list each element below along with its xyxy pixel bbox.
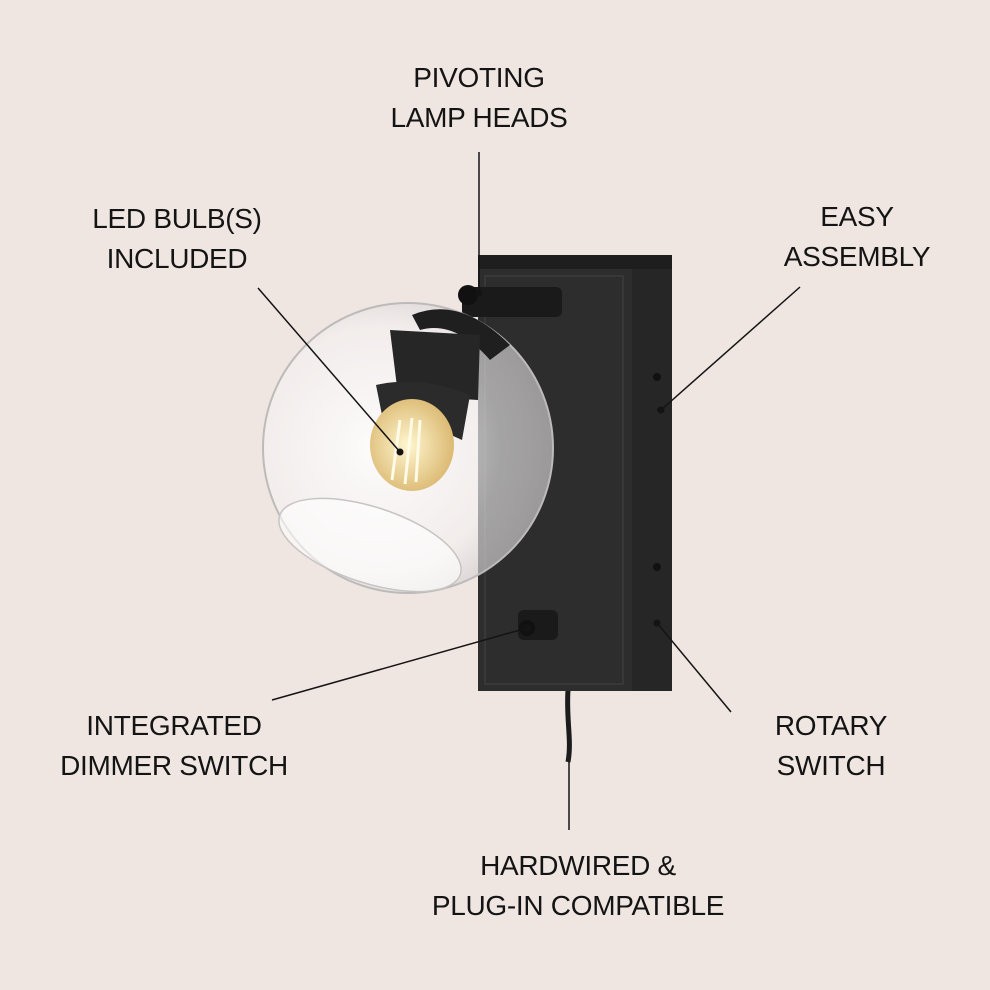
callout-line: EASY — [820, 201, 894, 232]
dimmer-knob — [518, 610, 558, 640]
callout-pivoting-lamp-heads: PIVOTING LAMP HEADS — [299, 58, 659, 138]
callout-line: INCLUDED — [106, 243, 248, 274]
callout-rotary-switch: ROTARY SWITCH — [651, 706, 990, 786]
callout-line: SWITCH — [776, 750, 886, 781]
callout-line: HARDWIRED & — [480, 850, 676, 881]
callout-line: LAMP HEADS — [390, 102, 568, 133]
callout-dimmer-switch: INTEGRATED DIMMER SWITCH — [0, 706, 354, 786]
callout-line: INTEGRATED — [86, 710, 262, 741]
callout-line: PIVOTING — [413, 62, 545, 93]
callout-line: PLUG-IN COMPATIBLE — [431, 890, 725, 921]
led-bulb — [370, 399, 454, 491]
pivot-arm — [458, 285, 562, 317]
callout-hardwired-plugin: HARDWIRED & PLUG-IN COMPATIBLE — [398, 846, 758, 926]
callout-line: LED BULB(S) — [92, 203, 262, 234]
callout-lines — [257, 152, 801, 830]
callout-line: ROTARY — [774, 710, 888, 741]
callout-line: DIMMER SWITCH — [60, 750, 288, 781]
glass-globe — [262, 302, 554, 594]
callout-easy-assembly: EASY ASSEMBLY — [677, 197, 990, 277]
callout-line: ASSEMBLY — [783, 241, 931, 272]
callout-led-bulbs: LED BULB(S) INCLUDED — [0, 199, 357, 279]
power-cord — [565, 689, 572, 763]
